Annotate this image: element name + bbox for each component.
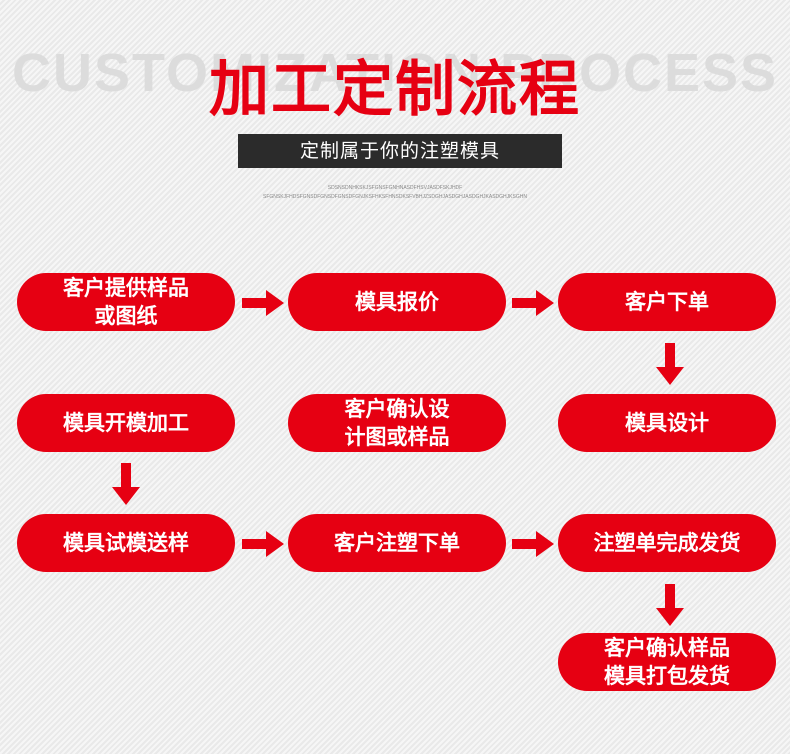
arrow-icon xyxy=(242,531,284,557)
step-mold-design: 模具设计 xyxy=(558,394,776,452)
arrow-icon xyxy=(112,463,140,505)
step-injection-order: 客户注塑下单 xyxy=(288,514,506,572)
decorative-small-text: SFGNSKJFHDSFGNSDFGNSDFGNSDFGNJKSFHKSFHNS… xyxy=(263,194,527,200)
subtitle-bar: 定制属于你的注塑模具 xyxy=(238,134,562,168)
step-customer-order: 客户下单 xyxy=(558,273,776,331)
page-title: 加工定制流程 xyxy=(209,55,581,125)
decorative-small-text: SDSNSDNHKSKJSFGNSFGNHNASDFHSVJASDFSKJHDF xyxy=(327,185,463,191)
step-provide-sample: 客户提供样品 或图纸 xyxy=(17,273,235,331)
arrow-icon xyxy=(656,584,684,626)
arrow-icon xyxy=(656,343,684,385)
step-mold-machining: 模具开模加工 xyxy=(17,394,235,452)
background-watermark-text: CUSTOMIZATION PROCESS xyxy=(11,43,779,103)
step-order-shipped: 注塑单完成发货 xyxy=(558,514,776,572)
step-confirm-and-ship-mold: 客户确认样品 模具打包发货 xyxy=(558,633,776,691)
arrow-icon xyxy=(242,290,284,316)
step-trial-sample: 模具试模送样 xyxy=(17,514,235,572)
arrow-icon xyxy=(512,531,554,557)
arrow-icon xyxy=(512,290,554,316)
step-confirm-design: 客户确认设 计图或样品 xyxy=(288,394,506,452)
step-mold-quote: 模具报价 xyxy=(288,273,506,331)
